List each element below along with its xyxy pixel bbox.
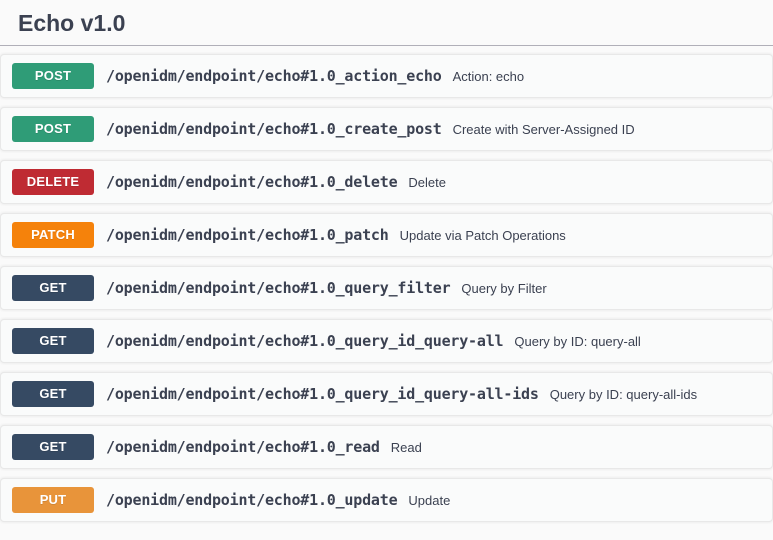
http-method-badge: POST xyxy=(12,63,94,89)
operation-path: /openidm/endpoint/echo#1.0_patch xyxy=(106,226,389,244)
http-method-badge: POST xyxy=(12,116,94,142)
operation-row[interactable]: DELETE/openidm/endpoint/echo#1.0_delete D… xyxy=(0,160,773,204)
operation-list: POST/openidm/endpoint/echo#1.0_action_ec… xyxy=(0,54,773,522)
http-method-badge: DELETE xyxy=(12,169,94,195)
operation-row[interactable]: POST/openidm/endpoint/echo#1.0_create_po… xyxy=(0,107,773,151)
operation-summary: Read xyxy=(390,439,422,455)
operation-summary: Query by ID: query-all-ids xyxy=(549,386,698,402)
operation-path: /openidm/endpoint/echo#1.0_query_id_quer… xyxy=(106,385,539,403)
operation-row[interactable]: PATCH/openidm/endpoint/echo#1.0_patch Upd… xyxy=(0,213,773,257)
operation-summary: Action: echo xyxy=(452,68,525,84)
operation-row[interactable]: GET/openidm/endpoint/echo#1.0_query_id_q… xyxy=(0,319,773,363)
http-method-badge: GET xyxy=(12,275,94,301)
http-method-badge: GET xyxy=(12,434,94,460)
page-title[interactable]: Echo v1.0 xyxy=(18,10,126,36)
operation-path: /openidm/endpoint/echo#1.0_read xyxy=(106,438,380,456)
operation-summary: Create with Server-Assigned ID xyxy=(452,121,635,137)
operation-row[interactable]: POST/openidm/endpoint/echo#1.0_action_ec… xyxy=(0,54,773,98)
operation-row[interactable]: GET/openidm/endpoint/echo#1.0_read Read xyxy=(0,425,773,469)
http-method-badge: GET xyxy=(12,328,94,354)
http-method-badge: GET xyxy=(12,381,94,407)
operation-path: /openidm/endpoint/echo#1.0_query_filter xyxy=(106,279,451,297)
operation-path: /openidm/endpoint/echo#1.0_update xyxy=(106,491,398,509)
operation-row[interactable]: GET/openidm/endpoint/echo#1.0_query_filt… xyxy=(0,266,773,310)
operation-summary: Update via Patch Operations xyxy=(399,227,566,243)
operation-path: /openidm/endpoint/echo#1.0_delete xyxy=(106,173,398,191)
http-method-badge: PATCH xyxy=(12,222,94,248)
http-method-badge: PUT xyxy=(12,487,94,513)
operation-path: /openidm/endpoint/echo#1.0_create_post xyxy=(106,120,442,138)
operation-summary: Query by ID: query-all xyxy=(514,333,641,349)
operation-summary: Delete xyxy=(408,174,446,190)
operation-path: /openidm/endpoint/echo#1.0_action_echo xyxy=(106,67,442,85)
operation-path: /openidm/endpoint/echo#1.0_query_id_quer… xyxy=(106,332,504,350)
operation-row[interactable]: PUT/openidm/endpoint/echo#1.0_update Upda… xyxy=(0,478,773,522)
operation-summary: Query by Filter xyxy=(461,280,547,296)
tag-header[interactable]: Echo v1.0 xyxy=(0,0,773,46)
operation-row[interactable]: GET/openidm/endpoint/echo#1.0_query_id_q… xyxy=(0,372,773,416)
operation-summary: Update xyxy=(408,492,451,508)
